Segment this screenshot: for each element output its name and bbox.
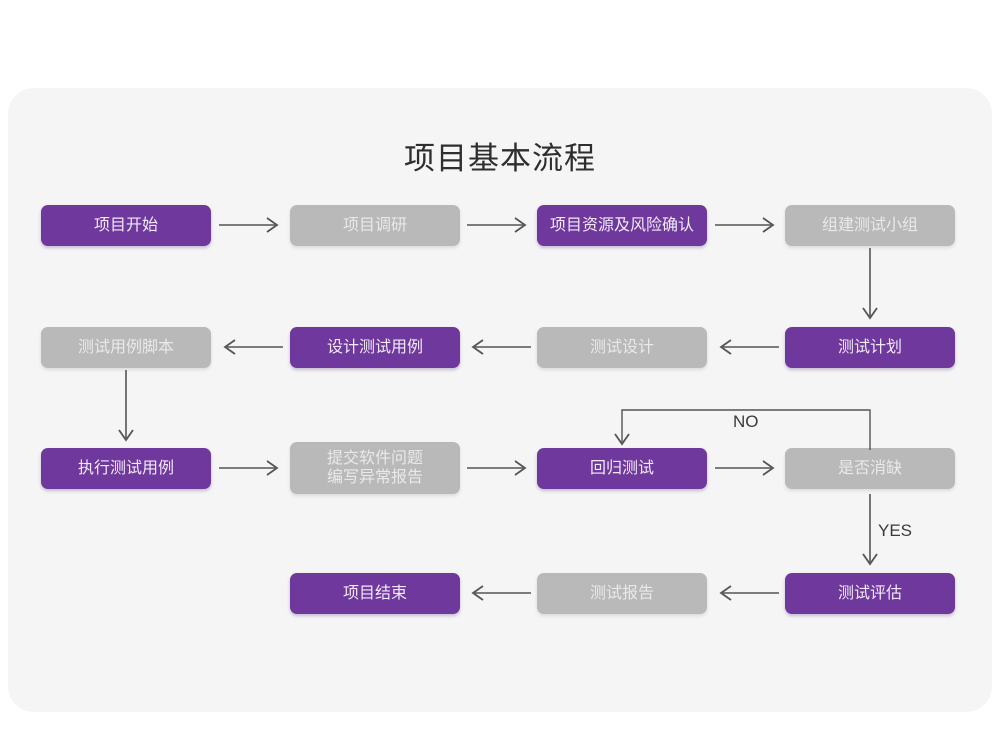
node-test-design[interactable]: 测试设计 [537, 327, 707, 368]
arrow-start-to-research [219, 215, 283, 235]
arrow-research-to-resource [467, 215, 531, 235]
arrow-plan-to-design [715, 337, 779, 357]
node-test-case-script[interactable]: 测试用例脚本 [41, 327, 211, 368]
node-submit-defects[interactable]: 提交软件问题 编写异常报告 [290, 442, 460, 494]
node-project-research[interactable]: 项目调研 [290, 205, 460, 246]
node-test-report[interactable]: 测试报告 [537, 573, 707, 614]
node-resource-risk[interactable]: 项目资源及风险确认 [537, 205, 707, 246]
node-project-end[interactable]: 项目结束 [290, 573, 460, 614]
arrow-yes-to-evaluation [860, 494, 880, 570]
edge-label-yes: YES [878, 521, 913, 540]
arrow-script-to-execute [116, 370, 136, 446]
arrow-no-feedback-loop [610, 404, 885, 456]
node-design-test-case[interactable]: 设计测试用例 [290, 327, 460, 368]
arrow-regression-to-resolved [715, 458, 779, 478]
arrow-design-to-case [467, 337, 531, 357]
arrow-evaluation-to-report [715, 583, 779, 603]
flowchart-card [8, 88, 992, 712]
node-test-evaluation[interactable]: 测试评估 [785, 573, 955, 614]
edge-label-no: NO [733, 412, 759, 431]
arrow-team-to-plan [860, 248, 880, 324]
node-test-plan[interactable]: 测试计划 [785, 327, 955, 368]
page-title: 项目基本流程 [404, 141, 596, 177]
arrow-report-to-end [467, 583, 531, 603]
arrow-resource-to-team [715, 215, 779, 235]
node-project-start[interactable]: 项目开始 [41, 205, 211, 246]
node-build-test-team[interactable]: 组建测试小组 [785, 205, 955, 246]
arrow-execute-to-submit [219, 458, 283, 478]
node-regression-test[interactable]: 回归测试 [537, 448, 707, 489]
node-execute-test-case[interactable]: 执行测试用例 [41, 448, 211, 489]
arrow-submit-to-regression [467, 458, 531, 478]
node-defect-resolved[interactable]: 是否消缺 [785, 448, 955, 489]
arrow-case-to-script [219, 337, 283, 357]
